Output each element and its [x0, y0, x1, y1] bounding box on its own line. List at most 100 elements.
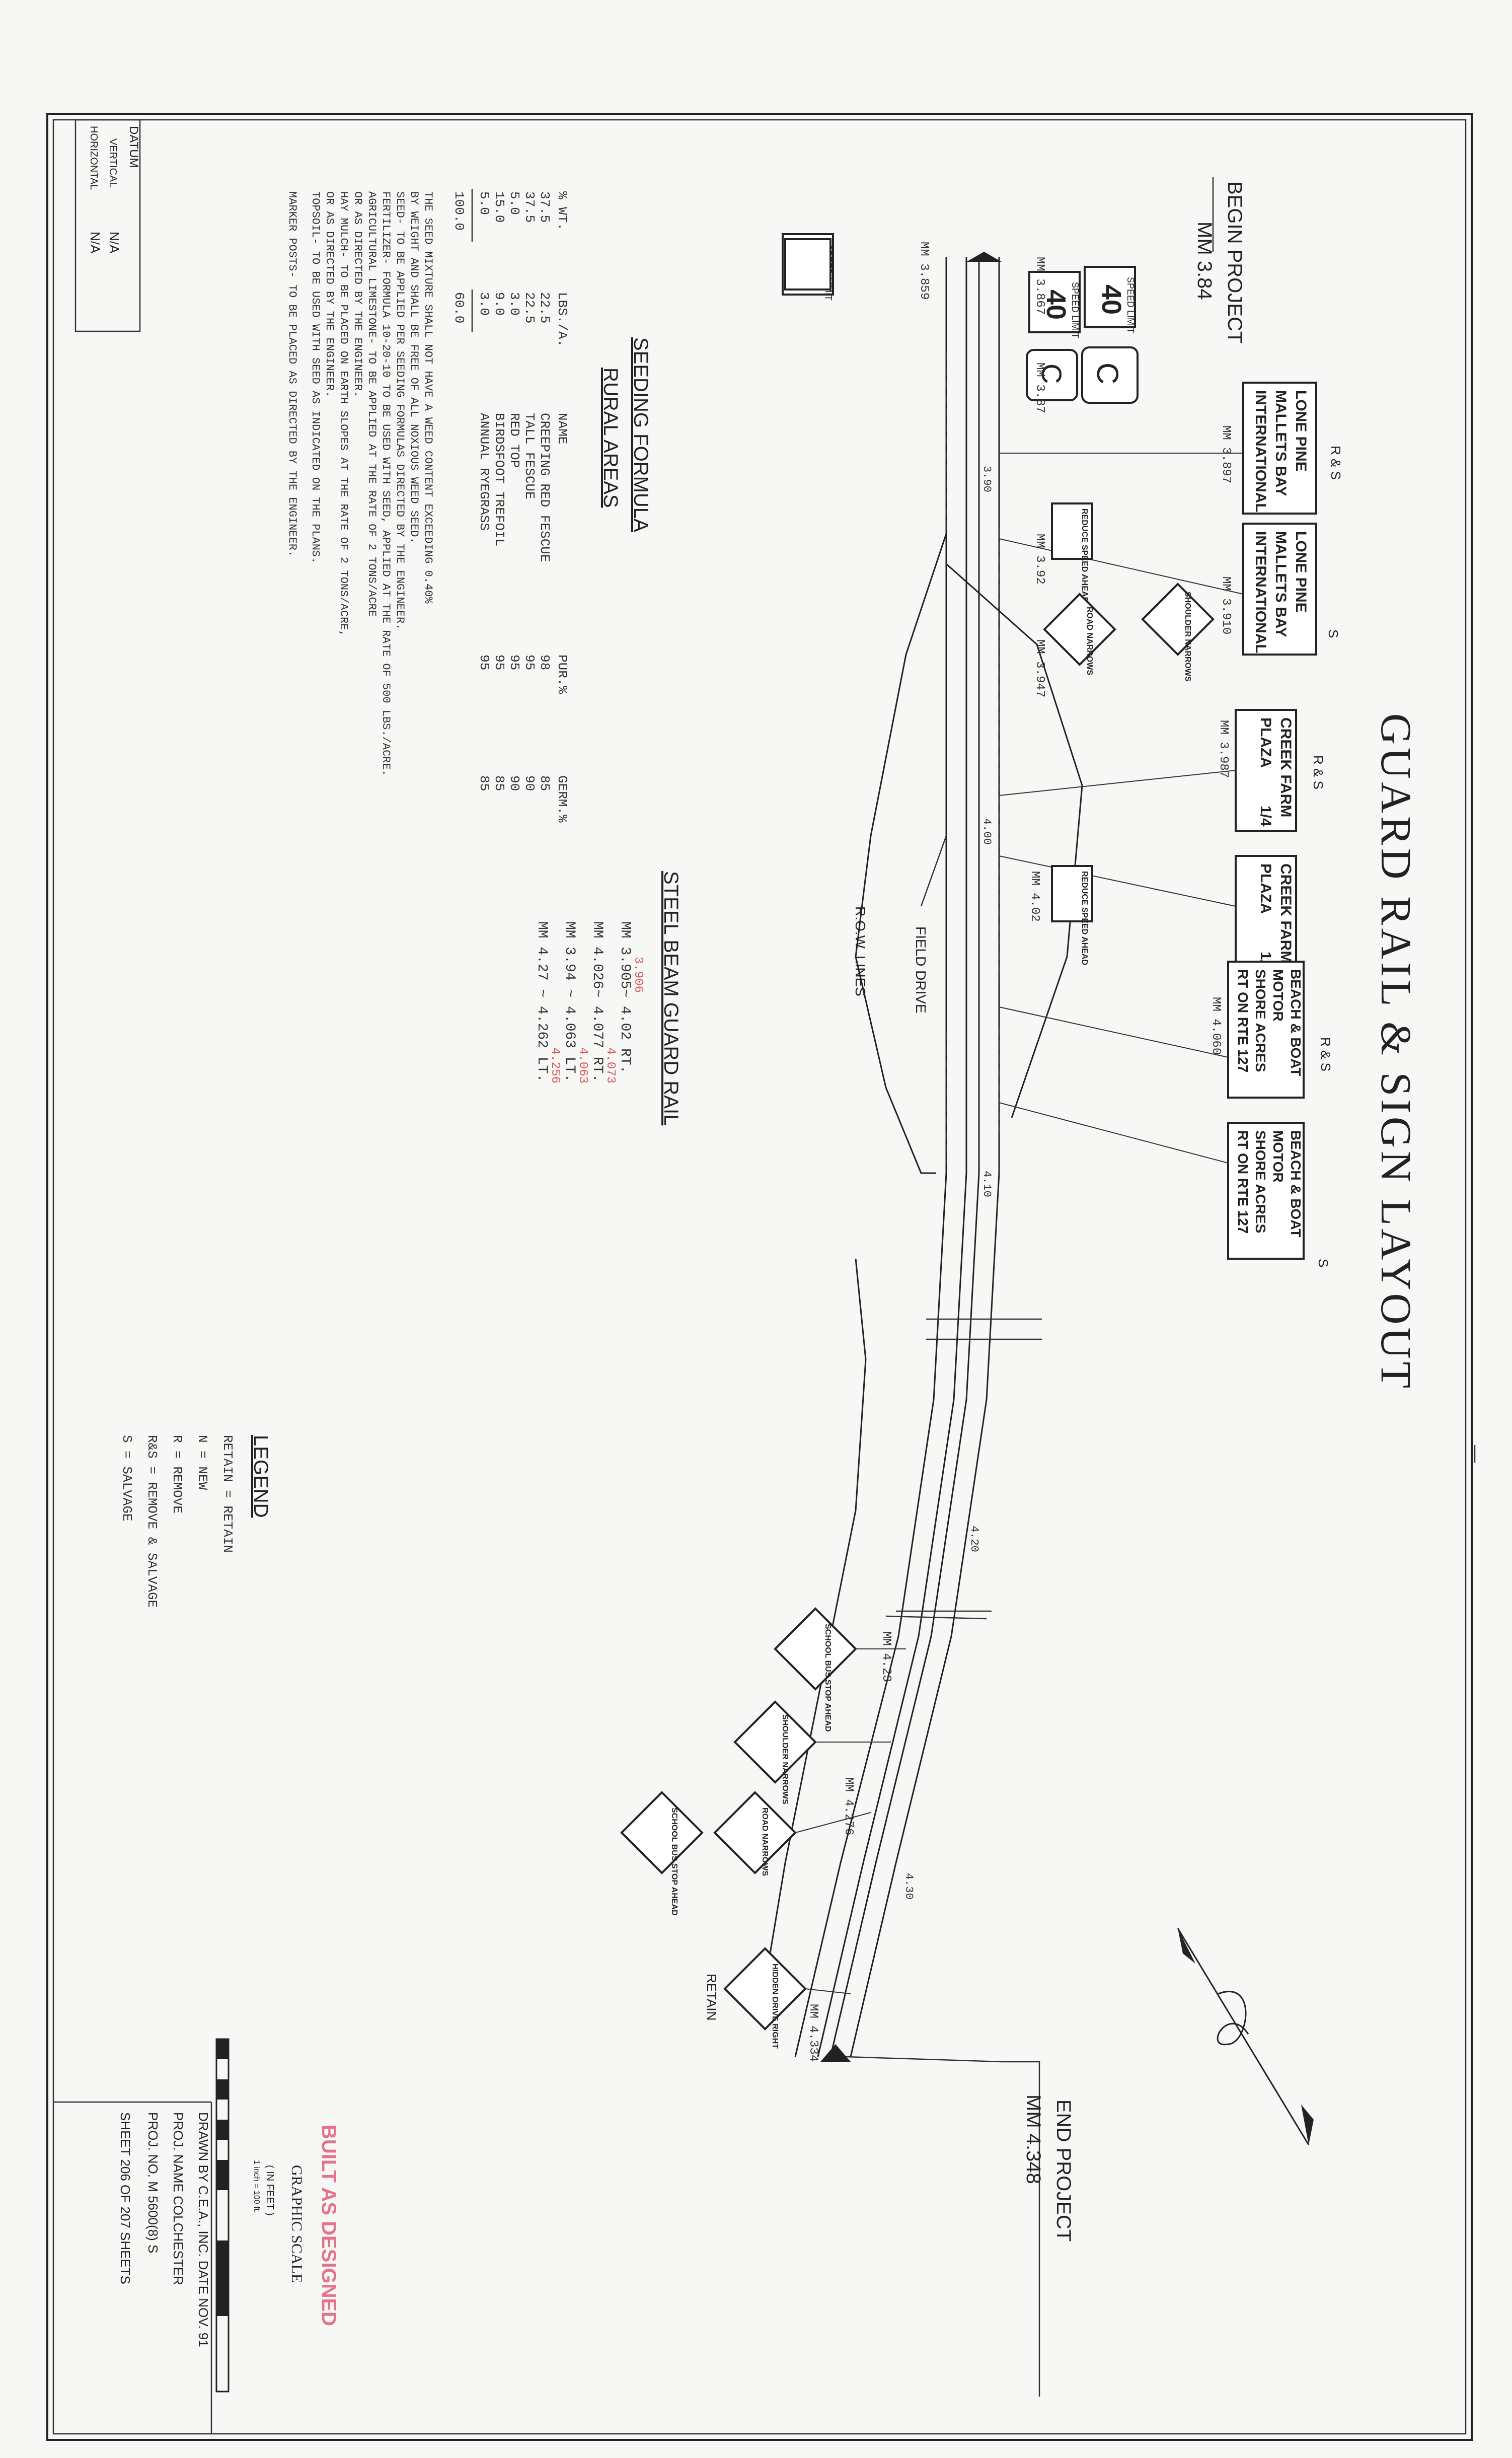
col-germ: GERM.% [555, 775, 570, 823]
svg-text:5.0: 5.0 [507, 191, 522, 215]
svg-text:MARKER POSTS- TO BE PLACED AS: MARKER POSTS- TO BE PLACED AS DIRECTED B… [286, 191, 298, 557]
red-correction: 4.063 [576, 1047, 589, 1083]
end-arrow [820, 2044, 851, 2062]
legend-item: RETAIN = RETAIN [220, 1435, 235, 1553]
creek-farm-label-2: CREEK FARM [1277, 863, 1294, 963]
svg-text:CREEPING RED FESCUE: CREEPING RED FESCUE [537, 413, 552, 562]
col-wt: % WT. [555, 191, 570, 231]
svg-text:98: 98 [537, 655, 552, 670]
begin-project-label: BEGIN PROJECT [1224, 181, 1246, 343]
north-arrow [1177, 1928, 1314, 2145]
row-lines-label: R.O.W. LINES [853, 906, 868, 996]
station-410: 4.10 [980, 1171, 993, 1197]
datum-label: DATUM [127, 126, 140, 168]
begin-project-mm: MM 3.84 [1193, 222, 1216, 300]
reduce-speed-label-2: REDUCE SPEED AHEAD [1080, 871, 1089, 965]
svg-text:15.0: 15.0 [492, 191, 507, 223]
legend-title: LEGEND [250, 1435, 272, 1518]
shoulder-narrows-sign-2 [733, 1700, 817, 1784]
road-narrows-sign-1 [1043, 593, 1116, 666]
mm-392: MM 3.92 [1033, 534, 1046, 585]
seeding-row: 5.0 3.0 ANNUAL RYEGRASS 95 85 [477, 191, 492, 791]
speed-limit-50-sign-2 [784, 238, 831, 291]
speed-value-3: 40 [1041, 290, 1071, 320]
s-mark: S [1326, 629, 1341, 638]
svg-text:95: 95 [477, 655, 492, 670]
guard-rail-row: MM 4.026~ 4.077 RT. [589, 921, 605, 1082]
retain-mark: RETAIN [704, 1974, 719, 2020]
mm-4060: MM 4.060 [1209, 997, 1223, 1055]
quarter-label: 1/4 [1257, 806, 1274, 827]
svg-text:HAY MULCH- TO BE PLACED ON EAR: HAY MULCH- TO BE PLACED ON EARTH SLOPES … [337, 191, 350, 637]
guard-rail-table: STEEL BEAM GUARD RAIL MM 3.905~ 4.02 RT.… [534, 871, 682, 1125]
datum-horizontal-value: N/A [88, 232, 103, 254]
hidden-drive-sign [723, 1947, 807, 2031]
route-marker-glyph-2: C [1036, 364, 1068, 384]
datum-box: DATUM VERTICAL N/A HORIZONTAL N/A [74, 119, 141, 332]
end-project-marker: END PROJECT MM 4.348 [845, 2056, 1075, 2397]
mm-387: MM 3.87 [1033, 363, 1046, 413]
red-correction: 3.906 [631, 957, 645, 993]
svg-text:95: 95 [522, 655, 537, 670]
field-drive-label: FIELD DRIVE [913, 926, 929, 1014]
svg-text:5.0: 5.0 [477, 191, 492, 215]
school-bus-label-2: SCHOOL BUS STOP AHEAD [670, 1808, 678, 1916]
reduce-speed-label-1: REDUCE SPEED AHEAD [1080, 509, 1089, 603]
begin-project-marker: BEGIN PROJECT MM 3.84 [1193, 177, 1246, 343]
school-bus-sign-1 [774, 1607, 857, 1691]
svg-text:BY WEIGHT AND SHALL BE FREE OF: BY WEIGHT AND SHALL BE FREE OF ALL NOXIO… [408, 191, 420, 544]
beach-boat-label: BEACH & BOAT [1288, 969, 1304, 1076]
guard-rail-title: STEEL BEAM GUARD RAIL [660, 871, 682, 1125]
svg-text:3.0: 3.0 [477, 292, 492, 316]
guide-sign-lone-pine-old [1242, 382, 1317, 515]
route-marker-sign [1081, 346, 1139, 404]
svg-text:3.0: 3.0 [507, 292, 522, 316]
mm-3867: MM 3.867 [1033, 257, 1046, 315]
guide-sign-lone-pine-new [1242, 523, 1317, 656]
plaza-label-2: PLAZA [1257, 863, 1274, 914]
rs-mark-3: R & S [1318, 1037, 1333, 1071]
station-430: 4.30 [902, 1873, 915, 1900]
svg-text:85: 85 [537, 775, 552, 791]
creek-farm-sign-new [1235, 855, 1297, 978]
speed-limit-label-3: SPEED LIMIT [1070, 282, 1080, 338]
svg-text:37.5: 37.5 [522, 191, 537, 223]
svg-text:FERTILIZER- FORMULA 10-20-10 T: FERTILIZER- FORMULA 10-20-10 TO BE USED … [380, 191, 392, 776]
right-of-way-lines: R.O.W. LINES FIELD DRIVE [759, 533, 1083, 2014]
svg-text:95: 95 [492, 655, 507, 670]
seeding-row: 37.5 22.5 CREEPING RED FESCUE 98 85 [537, 191, 552, 791]
beach-boat-signs: BEACH & BOAT MOTOR SHORE ACRES RT ON RTE… [999, 961, 1333, 1267]
datum-vertical-value: N/A [107, 232, 122, 254]
svg-text:95: 95 [507, 655, 522, 670]
proj-name: PROJ. NAME COLCHESTER [171, 2112, 186, 2285]
hidden-drive-label: HIDDEN DRIVE RIGHT [771, 1964, 779, 2049]
reduce-speed-sign-1 [1051, 502, 1093, 560]
scale-segment [216, 2039, 229, 2059]
road-narrows-label-2: ROAD NARROWS [761, 1808, 769, 1876]
mm-3947: MM 3.947 [1033, 639, 1046, 697]
mallets-bay-label: MALLETS BAY [1272, 390, 1289, 496]
route-marker-glyph: C [1091, 363, 1124, 384]
built-as-designed-stamp: BUILT AS DESIGNED [318, 2125, 340, 2326]
beach-boat-sign-new [1227, 1122, 1305, 1260]
scale-segment [216, 2160, 229, 2190]
speed-limit-label-2: SPEED LIMIT [1125, 277, 1136, 333]
svg-text:90: 90 [507, 775, 522, 791]
svg-text:TOPSOIL- TO BE USED WITH SEED: TOPSOIL- TO BE USED WITH SEED AS INDICAT… [309, 191, 322, 563]
guard-rail-row: MM 3.94 ~ 4.063 LT. [562, 921, 577, 1082]
warning-signs-lower: SCHOOL BUS STOP AHEAD SHOULDER NARROWS R… [620, 1607, 906, 2062]
shore-acres-label: SHORE ACRES [1253, 969, 1268, 1072]
legend-item: N = NEW [195, 1435, 210, 1490]
rt-on-rte-label-2: RT ON RTE 127 [1235, 1130, 1251, 1234]
seeding-title: SEEDING FORMULA [630, 337, 652, 532]
rs-mark: R & S [1328, 446, 1343, 480]
station-420: 4.20 [968, 1526, 980, 1552]
datum-vertical-label: VERTICAL [107, 138, 118, 187]
svg-text:RED TOP: RED TOP [507, 413, 522, 468]
legend-item: R&S = REMOVE & SALVAGE [144, 1435, 160, 1608]
road-narrows-label-1: ROAD NARROWS [1085, 607, 1094, 675]
seeding-table: % WT. LBS./A. NAME PUR.% GERM.% 37.5 22.… [451, 189, 570, 823]
svg-text:85: 85 [492, 775, 507, 791]
